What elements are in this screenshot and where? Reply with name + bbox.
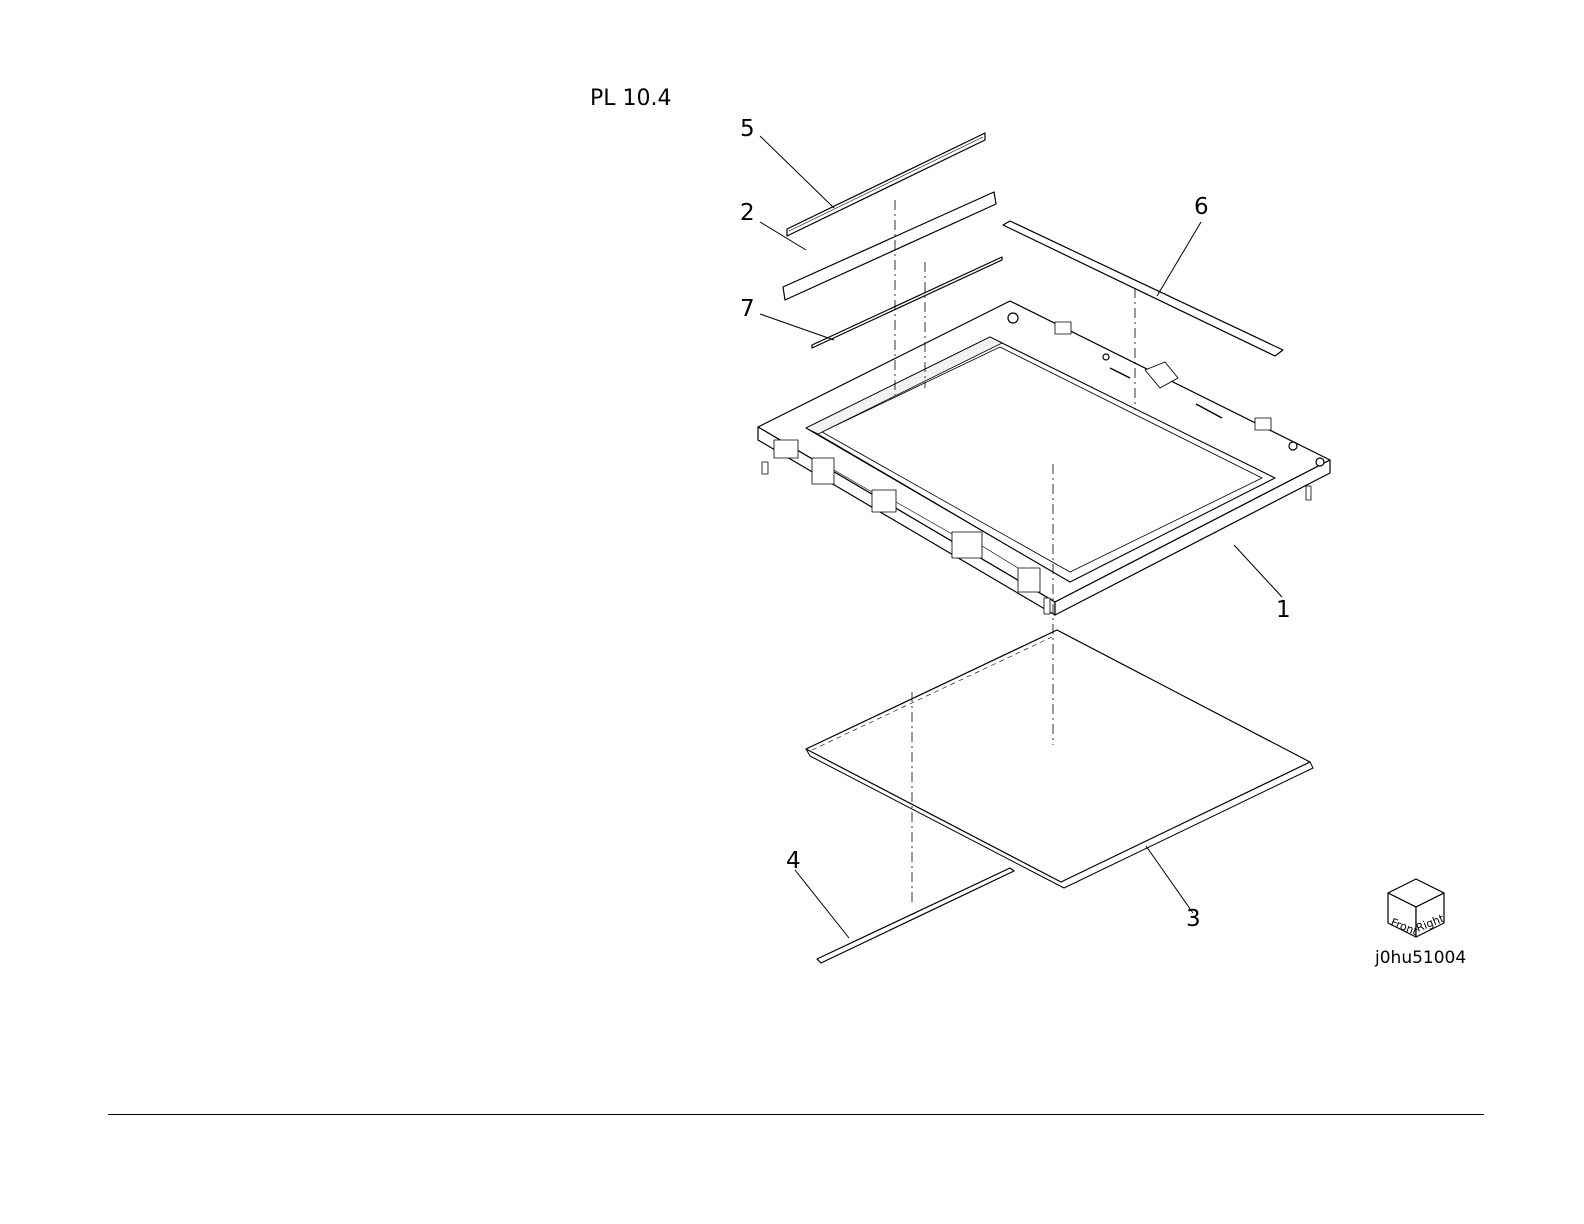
part-2-strip bbox=[783, 192, 996, 300]
part-1-frame bbox=[758, 301, 1330, 615]
part-4-strip bbox=[817, 868, 1014, 963]
part-3-glass bbox=[806, 630, 1313, 888]
bottom-rule bbox=[108, 1114, 1484, 1115]
